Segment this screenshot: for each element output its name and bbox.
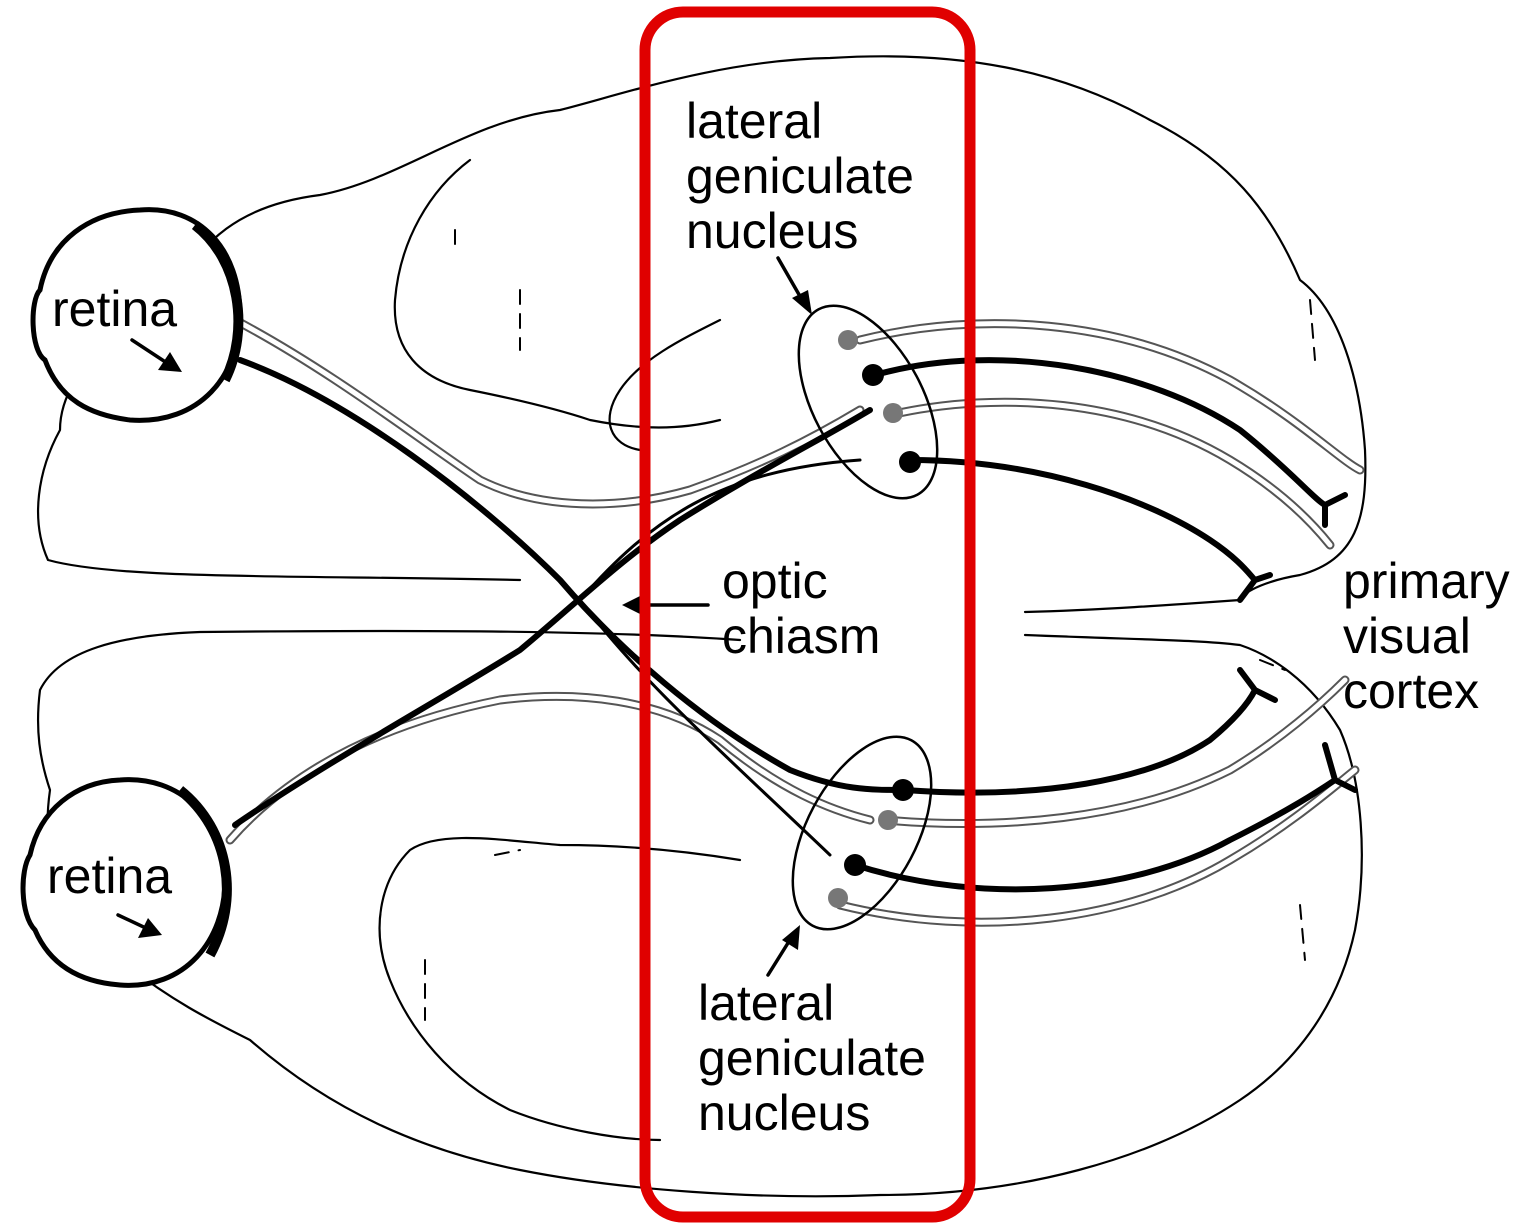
uncrossed-fibers [225,315,1365,927]
lgn-cell [892,779,914,801]
lgn-bottom [791,735,933,931]
crossed-fibers [232,357,1358,893]
lgn-label-top-line1: lateral [686,93,822,149]
lgn-cell [828,888,848,908]
lgn-label-bottom-line3: nucleus [698,1085,870,1141]
retina-label-top: retina [52,281,177,337]
lgn-cell [883,403,903,423]
eye-bottom [20,777,232,988]
primary-visual-cortex-label-line1: primary [1343,553,1510,609]
lgn-label-top-line3: nucleus [686,203,858,259]
lgn-label-top-line2: geniculate [686,148,914,204]
primary-visual-cortex-label-line2: visual [1343,608,1471,664]
labels: retina retina lateral geniculate nucleus… [47,93,1510,1141]
lgn-cell [862,364,884,386]
lgn-cell [838,330,858,350]
lgn-label-bottom-line1: lateral [698,975,834,1031]
highlight-box [639,6,976,1223]
arrows [116,256,812,977]
retina-label-bottom: retina [47,848,172,904]
primary-visual-cortex-label-line3: cortex [1343,663,1479,719]
lgn-cell [844,854,866,876]
lgn-cell [899,451,921,473]
lgn-top [797,304,939,500]
lgn-cell [878,810,898,830]
optic-chiasm-label-line2: chiasm [722,608,880,664]
eye-top [30,207,244,423]
lgn-label-bottom-line2: geniculate [698,1030,926,1086]
optic-chiasm-label-line1: optic [722,553,828,609]
